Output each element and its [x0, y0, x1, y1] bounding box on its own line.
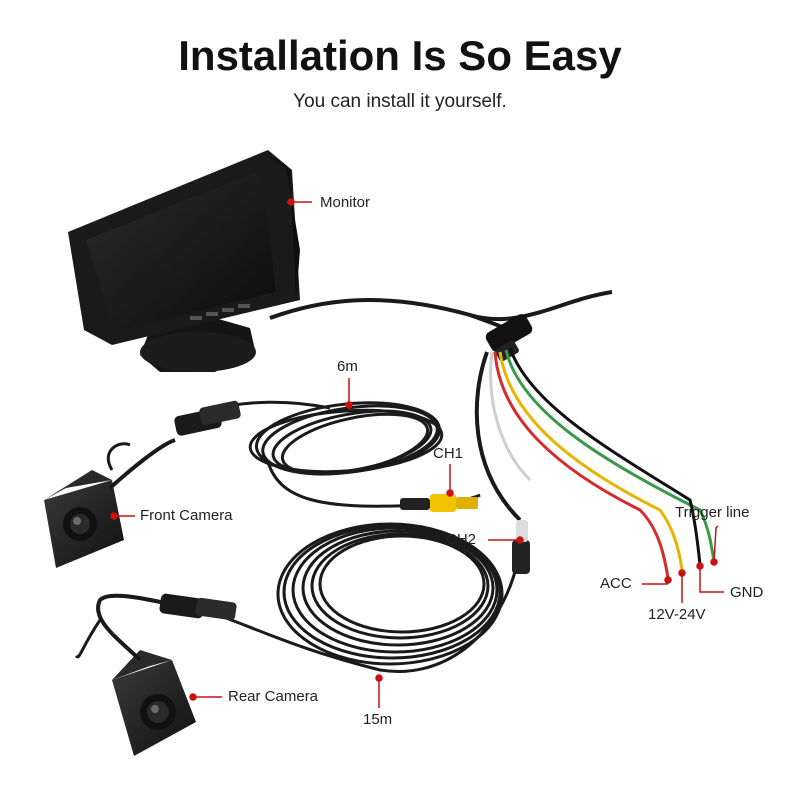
label-ch2: CH2 [446, 531, 477, 548]
label-cable-15m: 15m [363, 711, 393, 728]
label-voltage: 12V-24V [648, 606, 706, 623]
rear-camera [74, 593, 196, 756]
page-subtitle: You can install it yourself. [293, 91, 507, 112]
label-monitor: Monitor [320, 194, 371, 211]
rear-camera-connector [159, 593, 237, 621]
label-ch1: CH1 [433, 445, 464, 462]
label-trigger-line: Trigger line [675, 504, 750, 521]
label-rear-camera: Rear Camera [228, 688, 319, 705]
label-acc: ACC [600, 575, 632, 592]
front-camera-connector [174, 400, 241, 436]
label-front-camera: Front Camera [140, 507, 233, 524]
monitor [68, 150, 300, 372]
power-wires [474, 347, 716, 579]
cable-coil-15m [209, 522, 520, 673]
callout-markers [110, 198, 724, 708]
front-camera [44, 438, 176, 568]
label-cable-6m: 6m [337, 358, 358, 375]
page-title: Installation Is So Easy [178, 32, 622, 79]
ch1-connector [400, 494, 478, 512]
ch2-connector [512, 520, 530, 574]
label-gnd: GND [730, 584, 764, 601]
